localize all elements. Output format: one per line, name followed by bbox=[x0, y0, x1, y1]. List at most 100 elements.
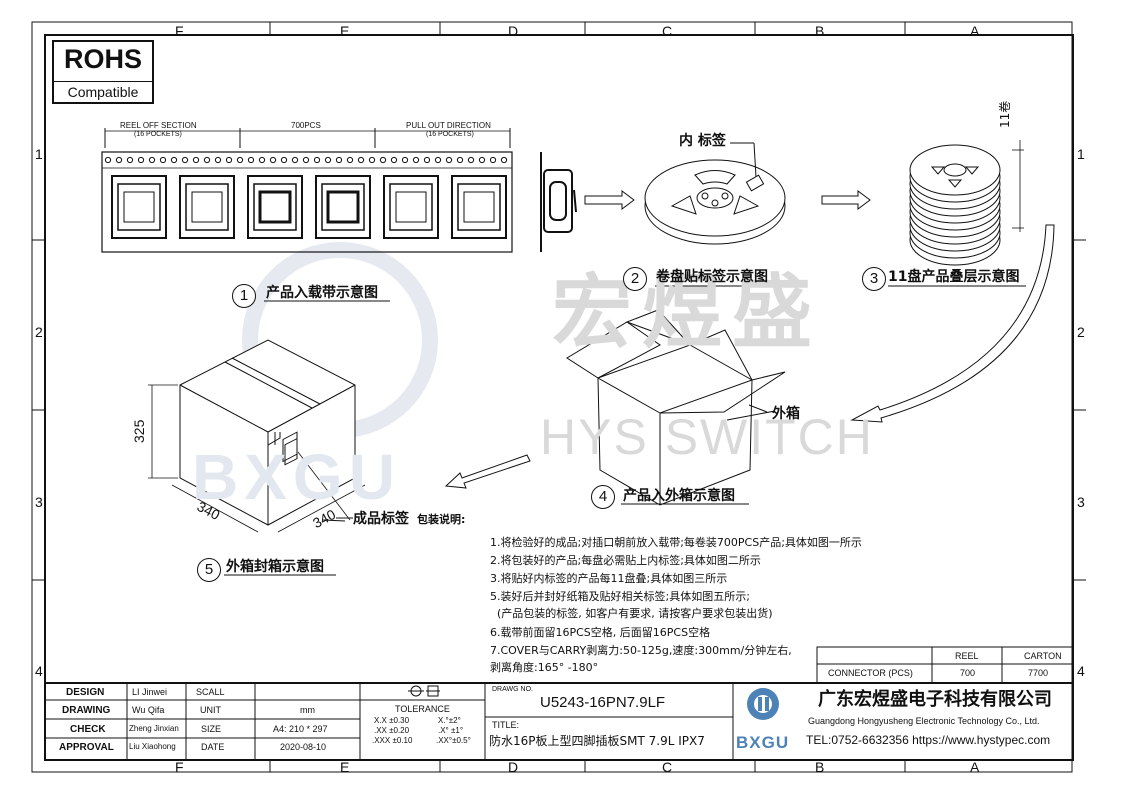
caption-3-text: 11盘产品叠层示意图 bbox=[888, 269, 1020, 285]
tb-approval-label: APPROVAL bbox=[59, 742, 114, 753]
zone-column-f-top: F bbox=[175, 23, 184, 39]
title-block-grid bbox=[44, 682, 1074, 761]
note-line: 6.载带前面留16PCS空格, 后面留16PCS空格 bbox=[490, 626, 711, 639]
tb-dwg-no-value: U5243-16PN7.9LF bbox=[540, 694, 666, 711]
zone-row-2-right: 2 bbox=[1077, 324, 1085, 340]
zone-row-3-right: 3 bbox=[1077, 494, 1085, 510]
tb-title-label: TITLE: bbox=[492, 720, 520, 730]
tb-drawing-label: DRAWING bbox=[62, 705, 111, 716]
sprocket-hole bbox=[324, 156, 332, 164]
stack-hub bbox=[943, 163, 967, 177]
sprocket-hole bbox=[467, 156, 475, 164]
flow-arrows bbox=[444, 190, 1055, 489]
sprocket-hole bbox=[291, 156, 299, 164]
sealed-carton-figure bbox=[148, 339, 366, 533]
tb-check-label: CHECK bbox=[70, 724, 106, 735]
tb-design-value: LI Jinwei bbox=[132, 687, 168, 697]
tape-pocket bbox=[111, 175, 167, 239]
tb-unit-value: mm bbox=[300, 705, 315, 715]
zone-column-e-bottom: E bbox=[340, 759, 350, 775]
eleven-rolls-text: 11卷 bbox=[998, 100, 1012, 128]
tb-ang-1: X.°±2° bbox=[438, 716, 461, 725]
tb-title-value: 防水16P板上型四脚插板SMT 7.9L IPX7 bbox=[489, 734, 705, 748]
tb-scale-label: SCALL bbox=[196, 687, 225, 697]
caption-2-text: 卷盘贴标签示意图 bbox=[656, 269, 768, 285]
caption-4-text: 产品入外箱示意图 bbox=[623, 488, 735, 504]
zone-column-d-bottom: D bbox=[508, 759, 519, 775]
sprocket-hole bbox=[346, 156, 354, 164]
watermark-cn: 宏煜盛 bbox=[552, 266, 822, 359]
packing-table-row-label: CONNECTOR (PCS) bbox=[828, 668, 913, 678]
caption-1-text: 产品入载带示意图 bbox=[266, 285, 378, 301]
note-line: 3.将贴好内标签的产品每11盘叠;具体如图三所示 bbox=[490, 572, 728, 585]
tb-contact: TEL:0752-6632356 https://www.hystypec.co… bbox=[806, 733, 1051, 747]
caption-2-number: 2 bbox=[623, 267, 647, 291]
tb-ang-3: .XX°±0.5° bbox=[436, 736, 471, 745]
sprocket-hole bbox=[434, 156, 442, 164]
zone-column-b-top: B bbox=[815, 23, 825, 39]
packing-table-header-carton: CARTON bbox=[1024, 651, 1062, 661]
zone-column-b-bottom: B bbox=[815, 759, 825, 775]
stack-window bbox=[947, 179, 963, 188]
tape-reel-off-label: REEL OFF SECTION bbox=[120, 121, 197, 130]
open-box-figure bbox=[566, 309, 786, 506]
stack-window bbox=[930, 166, 946, 175]
tape-middle-label: 700PCS bbox=[291, 121, 321, 130]
zone-row-2-left: 2 bbox=[35, 324, 43, 340]
inner-label-text: 内 标签 bbox=[679, 133, 726, 149]
sprocket-hole bbox=[104, 156, 112, 164]
tb-unit-label: UNIT bbox=[200, 705, 221, 715]
sprocket-hole bbox=[445, 156, 453, 164]
tape-pull-out-label: PULL OUT DIRECTION bbox=[406, 121, 491, 130]
outer-box-text: 外箱 bbox=[772, 406, 800, 422]
tb-size-label: SIZE bbox=[201, 724, 222, 734]
sprocket-hole bbox=[115, 156, 123, 164]
sprocket-hole bbox=[236, 156, 244, 164]
tb-tol-2: .XX ±0.20 bbox=[374, 726, 410, 735]
sprocket-hole bbox=[401, 156, 409, 164]
note-line: 剥离角度:165° -180° bbox=[490, 661, 599, 674]
sprocket-hole bbox=[192, 156, 200, 164]
packing-table-reel-value: 700 bbox=[960, 668, 976, 678]
sprocket-hole bbox=[368, 156, 376, 164]
zone-column-c-top: C bbox=[662, 23, 673, 39]
sprocket-hole bbox=[423, 156, 431, 164]
dim-height: 325 bbox=[131, 419, 147, 443]
note-line: 2.将包装好的产品;每盘必需贴上内标签;具体如图二所示 bbox=[490, 554, 761, 567]
tb-tol-1: X.X ±0.30 bbox=[374, 716, 410, 725]
tb-dwg-no-label: DRAWG NO. bbox=[492, 686, 533, 693]
tape-pocket bbox=[179, 175, 235, 239]
sprocket-hole bbox=[181, 156, 189, 164]
sprocket-hole bbox=[412, 156, 420, 164]
sprocket-hole bbox=[258, 156, 266, 164]
stack-window bbox=[964, 166, 980, 175]
caption-5-number: 5 bbox=[197, 558, 221, 582]
carrier-tape-figure bbox=[101, 128, 513, 253]
zone-column-f-bottom: F bbox=[175, 759, 184, 775]
tape-pocket bbox=[247, 175, 303, 239]
sprocket-hole bbox=[357, 156, 365, 164]
tb-logo-text: BXGU bbox=[736, 733, 790, 752]
sprocket-hole bbox=[203, 156, 211, 164]
tb-ang-2: .X° ±1° bbox=[438, 726, 464, 735]
tb-company-en: Guangdong Hongyusheng Electronic Technol… bbox=[808, 716, 1040, 726]
watermark-en: HYS SWITCH bbox=[540, 409, 874, 465]
stacked-reel bbox=[909, 144, 1001, 196]
connector-side-view bbox=[540, 152, 577, 252]
tb-size-value: A4: 210 * 297 bbox=[273, 724, 328, 734]
note-line: 5.装好后并封好纸箱及贴好相关标签;具体如图五所示; bbox=[490, 590, 750, 603]
reel-figure bbox=[644, 142, 786, 245]
zone-column-a-top: A bbox=[970, 23, 980, 39]
note-line: 1.将检验好的成品;对插口朝前放入载带;每卷装700PCS产品;具体如图一所示 bbox=[490, 536, 862, 549]
rohs-badge: ROHS Compatible bbox=[52, 40, 154, 104]
sprocket-hole bbox=[390, 156, 398, 164]
caption-5-text: 外箱封箱示意图 bbox=[226, 559, 324, 575]
caption-4-number: 4 bbox=[591, 485, 615, 509]
watermark-logo-text: BXGU bbox=[192, 441, 401, 513]
tb-company-cn: 广东宏煜盛电子科技有限公司 bbox=[818, 689, 1052, 710]
sprocket-hole bbox=[159, 156, 167, 164]
tb-date-value: 2020-08-10 bbox=[280, 742, 327, 752]
rohs-title: ROHS bbox=[63, 44, 142, 74]
sprocket-hole bbox=[137, 156, 145, 164]
